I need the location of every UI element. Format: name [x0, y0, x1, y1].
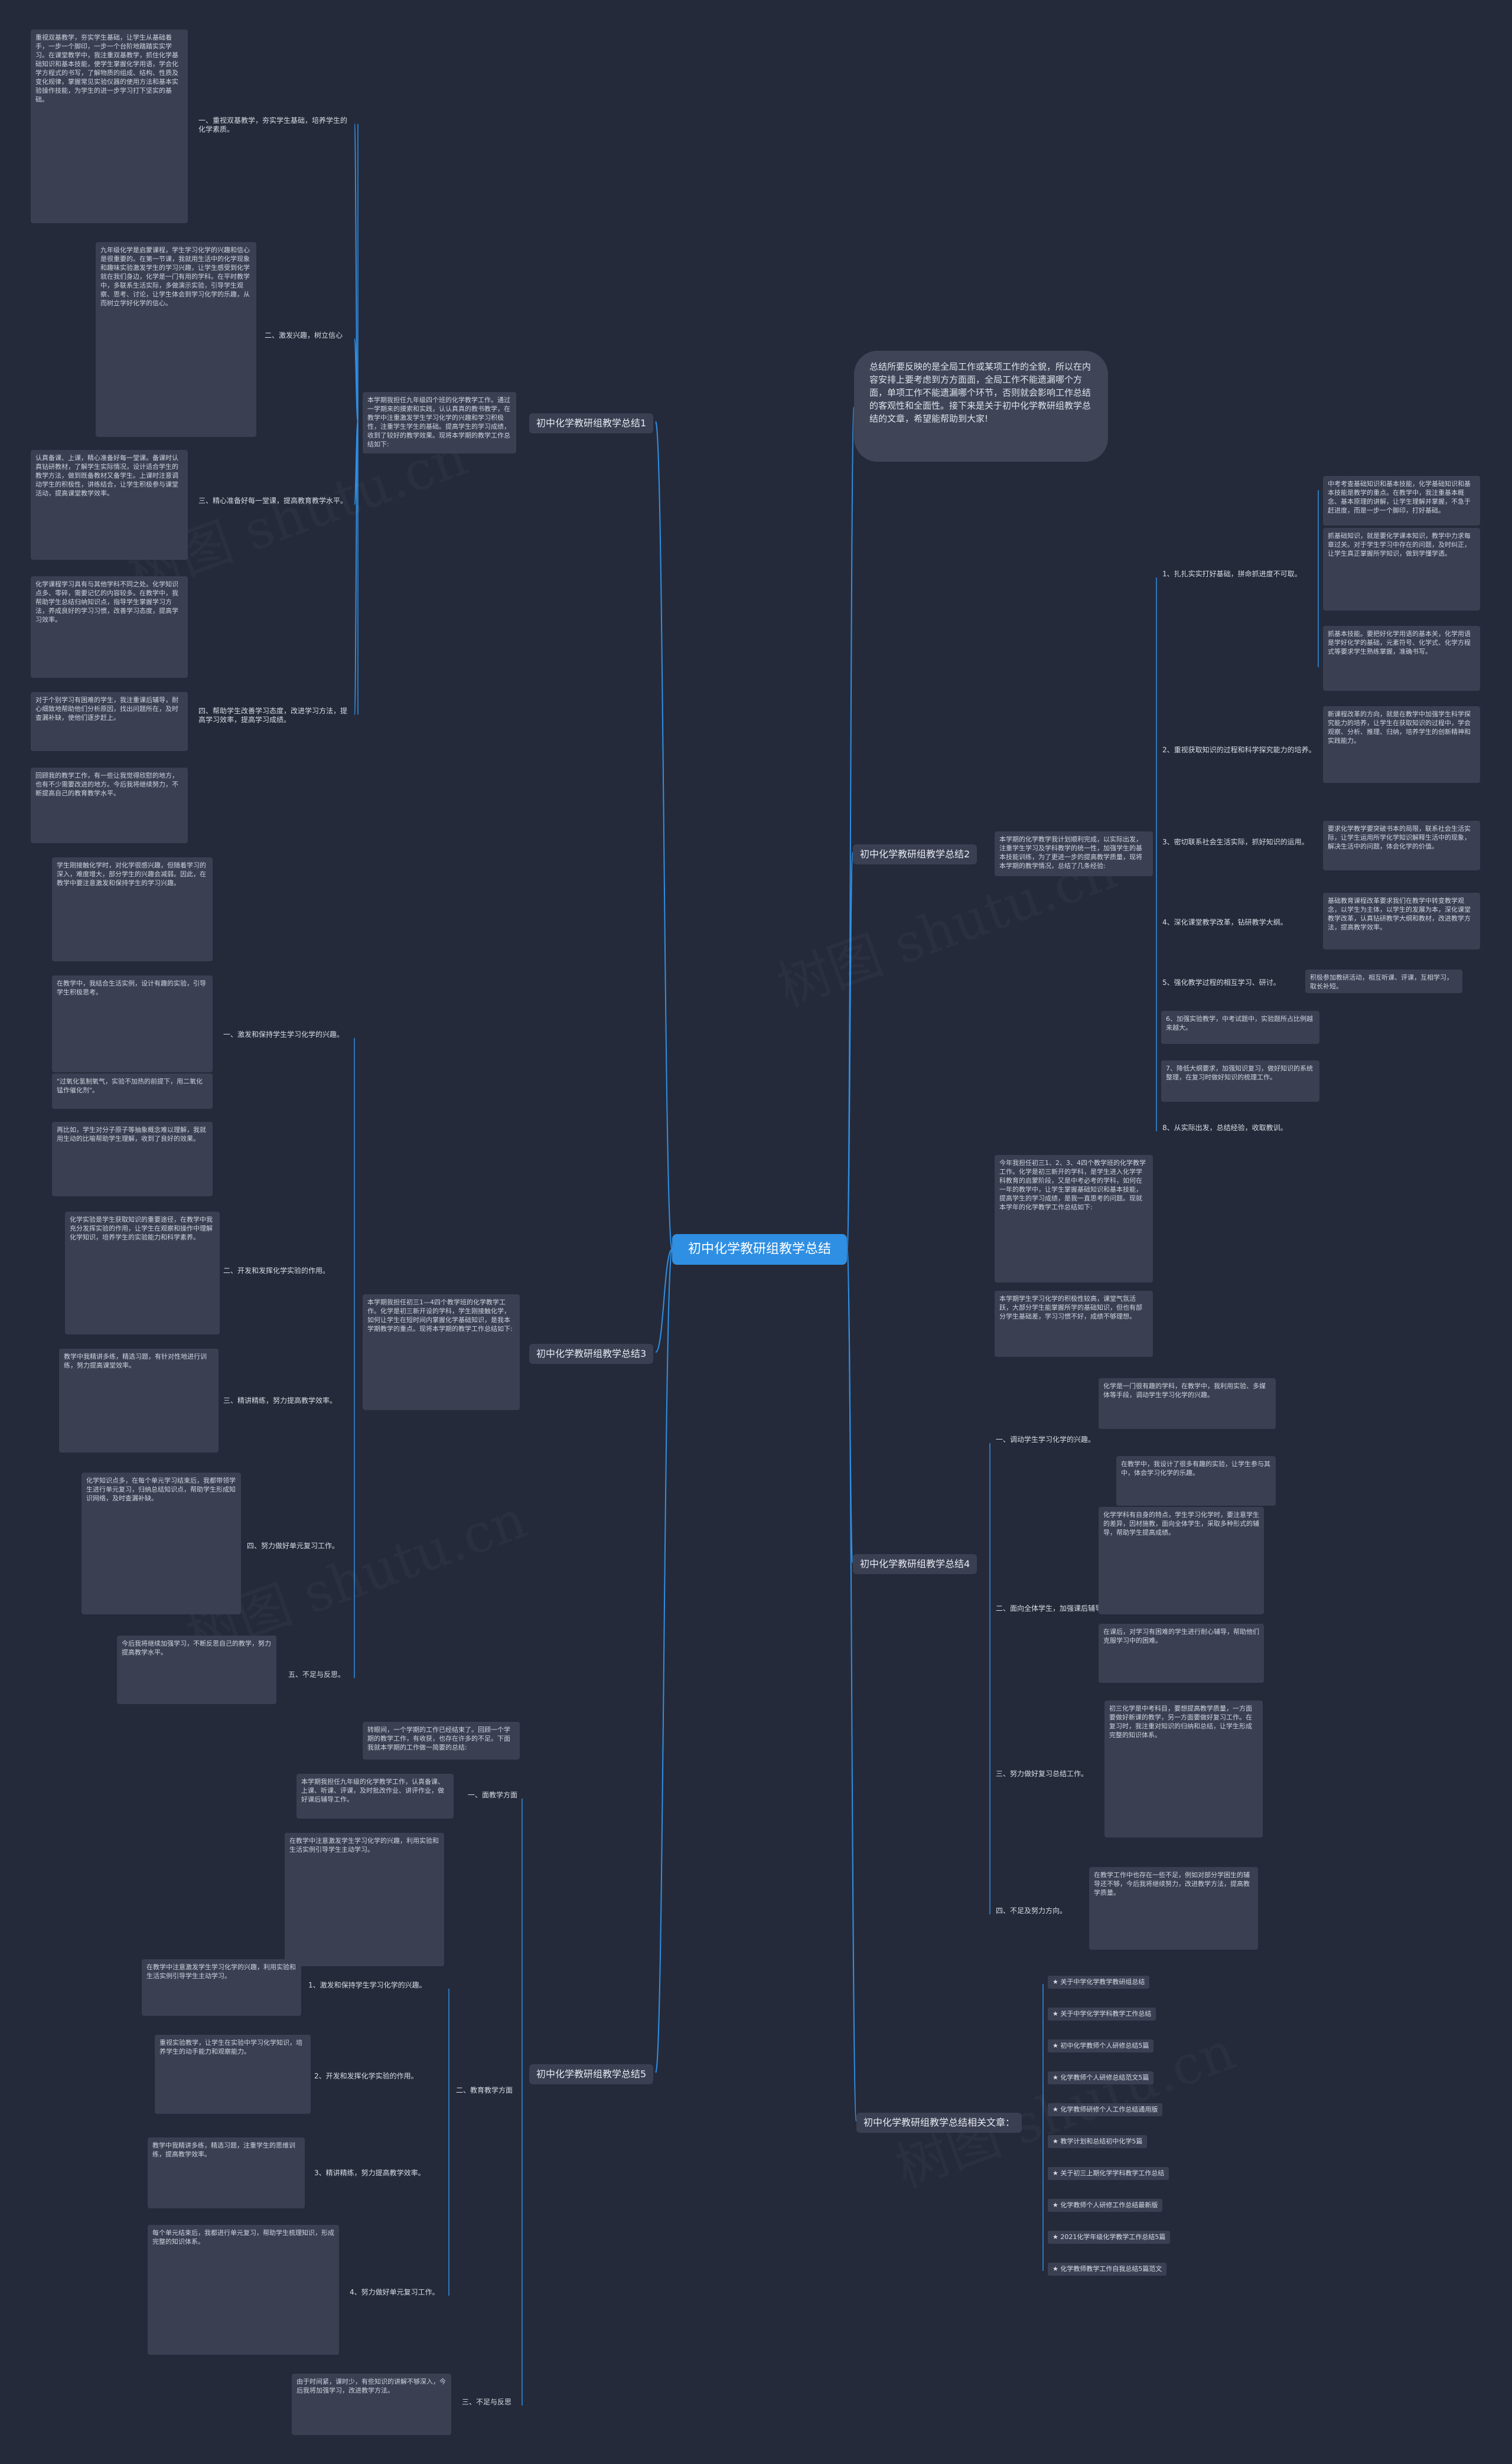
- branch-4-item-1-text-2: 在教学中，我设计了很多有趣的实验，让学生参与其中，体会学习化学的乐趣。: [1116, 1456, 1276, 1506]
- branch-4-item-3-text: 初三化学是中考科目，要想提高教学质量，一方面要做好新课的教学，另一方面要做好复习…: [1104, 1701, 1263, 1838]
- intro-bubble: 总结所要反映的是全局工作或某项工作的全貌，所以在内容安排上要考虑到方方面面，全局…: [854, 351, 1108, 462]
- branch-5-sub-1-text-2: 在教学中注意激发学生学习化学的兴趣，利用实验和生活实例引导学生主动学习。: [142, 1959, 301, 2016]
- branch-3-item-4-text: 化学知识点多，在每个单元学习结束后，我都带领学生进行单元复习，归纳总结知识点，帮…: [82, 1473, 241, 1614]
- branch-2-item-1[interactable]: 1、扎扎实实打好基础，拼命抓进度不可取。: [1162, 570, 1302, 578]
- branch-5-sub-4[interactable]: 4、努力做好单元复习工作。: [350, 2288, 439, 2296]
- central-topic[interactable]: 初中化学教研组教学总结: [672, 1234, 847, 1265]
- branch-3-item-2[interactable]: 二、开发和发挥化学实验的作用。: [223, 1267, 330, 1275]
- branch-2-item-4[interactable]: 4、深化课堂教学改革，钻研教学大纲。: [1162, 918, 1288, 926]
- branch-3-summary: 本学期我担任初三1—4四个教学班的化学教学工作。化学是初三新开设的学科，学生刚接…: [363, 1294, 520, 1410]
- branch-3-title[interactable]: 初中化学教研组教学总结3: [529, 1344, 654, 1364]
- branch-3-item-1-text-1: 学生刚接触化学时，对化学很感兴趣，但随着学习的深入，难度增大，部分学生的兴趣会减…: [52, 857, 213, 961]
- branch-3-item-1-text-2: 在教学中，我结合生活实例，设计有趣的实验，引导学生积极思考。: [52, 975, 213, 1072]
- branch-3-item-4[interactable]: 四、努力做好单元复习工作。: [247, 1542, 340, 1550]
- branch-2-item-6[interactable]: 6、加强实验教学，中考试题中，实验题所占比例越来越大。: [1161, 1011, 1319, 1044]
- branch-1-item-3-text: 认真备课、上课，精心准备好每一堂课。备课时认真钻研教材，了解学生实际情况，设计适…: [31, 450, 188, 560]
- related-link-item[interactable]: ★ 关于初三上期化学学科教学工作总结: [1048, 2167, 1169, 2180]
- branch-4-summary-2: 本学期学生学习化学的积极性较高，课堂气氛活跃，大部分学生能掌握所学的基础知识，但…: [995, 1291, 1153, 1357]
- branch-2-summary: 本学期的化学教学我计划顺利完成，以实际出发，注重学生学习及学科教学的统一性，加强…: [995, 831, 1153, 876]
- branch-2-item-4-text: 基础教育课程改革要求我们在教学中转变教学观念，以学生为主体，以学生的发展为本，深…: [1323, 893, 1480, 949]
- branch-1-item-2[interactable]: 二、激发兴趣，树立信心: [265, 331, 343, 340]
- branch-4-title[interactable]: 初中化学教研组教学总结4: [853, 1554, 977, 1574]
- related-link-item[interactable]: ★ 教学计划和总结初中化学5篇: [1048, 2135, 1148, 2148]
- branch-2-item-5-text: 积极参加教研活动，相互听课、评课，互相学习，取长补短。: [1305, 970, 1462, 993]
- branch-5-summary: 转眼间，一个学期的工作已经结束了。回顾一个学期的教学工作，有收获，也存在许多的不…: [363, 1722, 520, 1760]
- connector-b1-item: [354, 421, 359, 715]
- branch-3-item-1-text-3: "过氧化氢制氧气，实验不加热的前提下，用二氧化锰作催化剂"。: [52, 1073, 213, 1109]
- connector-b5: [655, 1249, 673, 2073]
- branch-4-item-1[interactable]: 一、调动学生学习化学的兴趣。: [996, 1435, 1096, 1444]
- branch-1-item-1-text: 重视双基教学，夯实学生基础，让学生从基础着手，一步一个脚印，一步一个台阶地踏踏实…: [31, 30, 188, 223]
- branch-3-item-2-text: 化学实验是学生获取知识的重要途径，在教学中我充分发挥实验的作用，让学生在观察和操…: [65, 1212, 220, 1334]
- branch-4-item-2[interactable]: 二、面向全体学生，加强课后辅导。: [996, 1604, 1110, 1613]
- branch-2-item-1-text-3: 抓基本技能。要把好化学用语的基本关，化学用语是学好化学的基础，元素符号、化学式、…: [1323, 626, 1480, 691]
- branch-2-item-1-text-2: 抓基础知识，就是要化学课本知识，教学中力求每章过关。对于学生学习中存在的问题，及…: [1323, 528, 1480, 611]
- related-link-item[interactable]: ★ 关于中学化学教学教研组总结: [1048, 1976, 1150, 1989]
- branch-3-item-1[interactable]: 一、激发和保持学生学习化学的兴趣。: [223, 1030, 344, 1039]
- branch-3-item-1-text-4: 再比如，学生对分子原子等抽象概念难以理解，我就用生动的比喻帮助学生理解，收到了良…: [52, 1122, 213, 1196]
- related-link-item[interactable]: ★ 化学教师研修个人工作总结通用版: [1048, 2103, 1163, 2116]
- branch-5-item-3-text: 由于时间紧，课时少，有些知识的讲解不够深入，今后我将加强学习，改进教学方法。: [292, 2374, 451, 2435]
- branch-3-item-3[interactable]: 三、精讲精练，努力提高教学效率。: [223, 1396, 337, 1405]
- branch-5-sub-4-text: 每个单元结束后，我都进行单元复习，帮助学生梳理知识，形成完整的知识体系。: [148, 2225, 339, 2355]
- branch-1-item-4-text: 化学课程学习具有与其他学科不同之处。化学知识点多、零碎，需要记忆的内容较多。在教…: [31, 576, 188, 678]
- branch-5-sub-2-text: 重视实验教学，让学生在实验中学习化学知识，培养学生的动手能力和观察能力。: [155, 2035, 311, 2114]
- branch-5-sub-3[interactable]: 3、精讲精练，努力提高教学效率。: [314, 2169, 425, 2177]
- branch-1-item-4[interactable]: 四、帮助学生改善学习态度，改进学习方法，提高学习效率，提高学习成绩。: [198, 707, 348, 724]
- branch-1-item-1[interactable]: 一、重视双基教学，夯实学生基础，培养学生的化学素质。: [198, 116, 348, 133]
- branch-1-summary: 本学期我担任九年级四个班的化学教学工作。通过一学期来的摸索和实践，认认真真的教书…: [363, 392, 516, 453]
- branch-5-item-3[interactable]: 三、不足与反思: [462, 2398, 512, 2406]
- branch-2-item-2-text: 新课程改革的方向，就是在教学中加强学生科学探究能力的培养，让学生在获取知识的过程…: [1323, 706, 1480, 783]
- branch-5-item-1-text: 本学期我担任九年级的化学教学工作，认真备课、上课、听课、评课，及时批改作业、讲评…: [296, 1774, 454, 1819]
- branch-5-item-1[interactable]: 一、面教学方面: [468, 1791, 518, 1799]
- branch-1-item-6-text: 回顾我的教学工作，有一些让我觉得欣慰的地方，也有不少需要改进的地方。今后我将继续…: [31, 768, 188, 843]
- branch-5-sub-2[interactable]: 2、开发和发挥化学实验的作用。: [314, 2072, 418, 2080]
- branch-1-item-2-text: 九年级化学是启蒙课程，学生学习化学的兴趣和信心是很重要的。在第一节课，我就用生活…: [96, 242, 256, 437]
- branch-4-item-4-text: 在教学工作中也存在一些不足，例如对部分学困生的辅导还不够，今后我将继续努力，改进…: [1089, 1867, 1258, 1950]
- branch-1-title[interactable]: 初中化学教研组教学总结1: [529, 413, 654, 433]
- branch-4-item-1-text-1: 化学是一门很有趣的学科，在教学中，我利用实验、多媒体等手段，调动学生学习化学的兴…: [1099, 1378, 1276, 1429]
- branch-3-item-5[interactable]: 五、不足与反思。: [288, 1670, 346, 1679]
- related-link-item[interactable]: ★ 化学教师教学工作自我总结5篇范文: [1048, 2263, 1167, 2276]
- branch-3-item-5-text: 今后我将继续加强学习，不断反思自己的教学，努力提高教学水平。: [117, 1636, 276, 1704]
- branch-4-item-4[interactable]: 四、不足及努力方向。: [996, 1907, 1067, 1915]
- related-link-item[interactable]: ★ 2021化学年级化学教学工作总结5篇: [1048, 2231, 1171, 2244]
- connector-b1: [655, 421, 673, 1250]
- branch-2-item-5[interactable]: 5、强化教学过程的相互学习、研讨。: [1162, 978, 1280, 987]
- branch-2-item-3[interactable]: 3、密切联系社会生活实际，抓好知识的运用。: [1162, 838, 1309, 846]
- branch-4-item-2-text-2: 在课后，对学习有困难的学生进行耐心辅导，帮助他们克服学习中的困难。: [1099, 1624, 1264, 1683]
- branch-5-sub-1[interactable]: 1、激发和保持学生学习化学的兴趣。: [308, 1981, 426, 1989]
- branch-4-item-2-text-1: 化学学科有自身的特点，学生学习化学时，要注意学生的差异，因材施教，面向全体学生，…: [1099, 1507, 1264, 1614]
- connector-b3: [655, 1249, 673, 1353]
- branch-5-sub-1-text: 在教学中注意激发学生学习化学的兴趣，利用实验和生活实例引导学生主动学习。: [285, 1833, 444, 1966]
- branch-2-item-1-text-1: 中考考查基础知识和基本技能，化学基础知识和基本技能是教学的重点。在教学中，我注重…: [1323, 476, 1480, 526]
- connector-b6: [846, 1249, 857, 2122]
- related-link-item[interactable]: ★ 化学教师个人研修总结范文5篇: [1048, 2071, 1154, 2084]
- related-link-item[interactable]: ★ 化学教师个人研修工作总结最新版: [1048, 2199, 1163, 2212]
- connector-b1-item: [354, 338, 359, 422]
- branch-2-item-8[interactable]: 8、从实际出发，总结经验，收取教训。: [1162, 1124, 1288, 1132]
- connector-b2: [846, 852, 853, 1250]
- branch-4-summary: 今年我担任初三1、2、3、4四个教学班的化学教学工作。化学是初三新开的学科，是学…: [995, 1155, 1153, 1282]
- branch-2-item-2[interactable]: 2、重视获取知识的过程和科学探究能力的培养。: [1162, 746, 1316, 754]
- branch-4-item-3[interactable]: 三、努力做好复习总结工作。: [996, 1770, 1089, 1778]
- branch-3-item-3-text: 教学中我精讲多练，精选习题，有针对性地进行训练，努力提高课堂效率。: [59, 1349, 219, 1453]
- branch-1-item-5-text: 对于个别学习有困难的学生，我注重课后辅导，耐心细致地帮助他们分析原因，找出问题所…: [31, 692, 188, 751]
- branch-2-item-3-text: 要求化学教学要突破书本的局限，联系社会生活实际，让学生运用所学化学知识解释生活中…: [1323, 821, 1480, 870]
- branch-2-title[interactable]: 初中化学教研组教学总结2: [853, 844, 977, 864]
- connector-intro: [846, 407, 855, 1250]
- branch-5-sub-3-text: 教学中我精讲多练，精选习题，注重学生的思维训练，提高教学效率。: [148, 2137, 305, 2208]
- related-link-item[interactable]: ★ 初中化学教师个人研修总结5篇: [1048, 2039, 1154, 2052]
- related-link-item[interactable]: ★ 关于中学化学学科教学工作总结: [1048, 2008, 1156, 2021]
- branch-1-item-3[interactable]: 三、精心准备好每一堂课，提高教育教学水平。: [198, 497, 348, 505]
- branch-2-item-7[interactable]: 7、降低大纲要求，加强知识复习，做好知识的系统整理，在复习时做好知识的梳理工作。: [1161, 1060, 1319, 1102]
- branch-5-item-2[interactable]: 二、教育教学方面: [456, 2086, 513, 2094]
- branch-6-title[interactable]: 初中化学教研组教学总结相关文章：: [856, 2113, 1022, 2133]
- branch-5-title[interactable]: 初中化学教研组教学总结5: [529, 2064, 654, 2084]
